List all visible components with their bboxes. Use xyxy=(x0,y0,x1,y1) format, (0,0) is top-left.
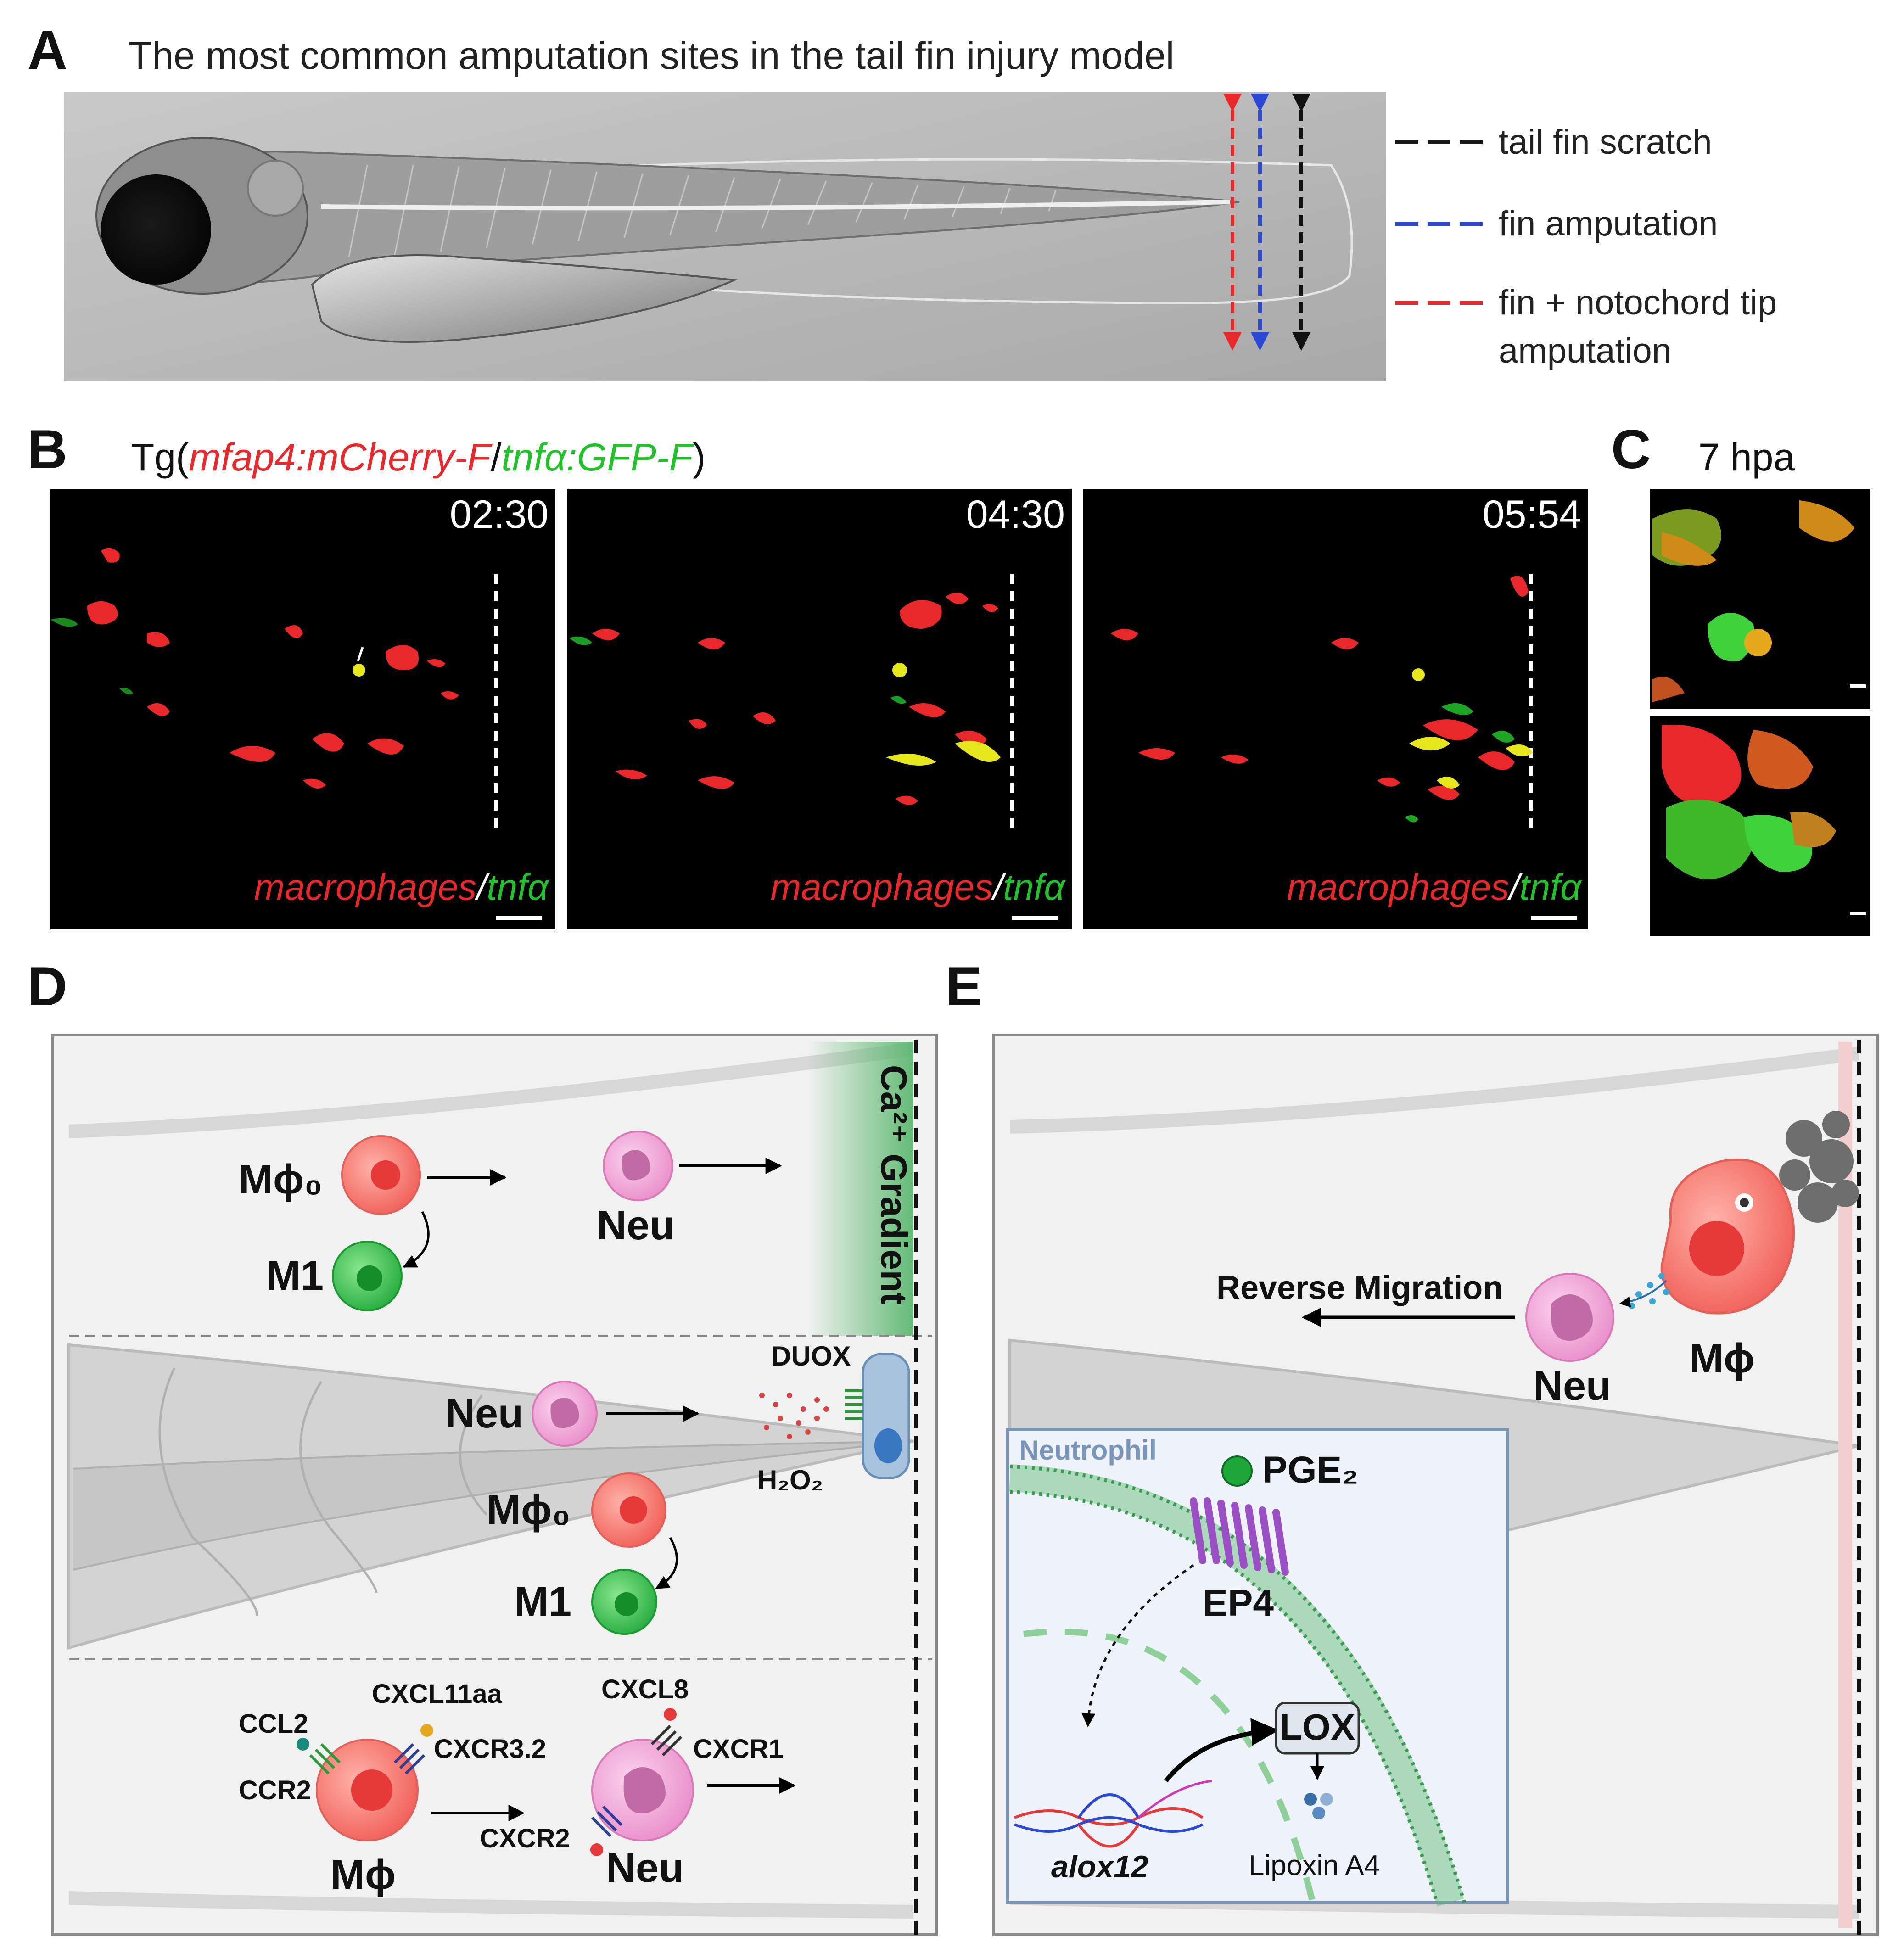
frame-3-time: 05:54 xyxy=(1483,493,1581,537)
h2o2-label: H₂O₂ xyxy=(757,1465,823,1495)
neu-label-top: Neu xyxy=(597,1203,675,1248)
panel-b-title: Tg(mfap4:mCherry-F/tnfα:GFP-F) xyxy=(131,436,706,479)
h2o2-dots xyxy=(759,1393,829,1439)
timelapse-frame-2: 04:30 macrophages/tnfα xyxy=(567,489,1072,929)
panel-letter-a: A xyxy=(28,19,67,81)
mphi-label-e: Mϕ xyxy=(1689,1336,1754,1382)
panel-letter-d: D xyxy=(28,956,67,1017)
m1-label-top: M1 xyxy=(266,1253,324,1299)
panel-letter-b: B xyxy=(28,419,67,480)
legend-fin-notochord-line2: amputation xyxy=(1499,331,1671,370)
cxcr2-label: CXCR2 xyxy=(480,1824,570,1853)
panel-c-time: 7 hpa xyxy=(1698,436,1795,479)
ccl2-label: CCL2 xyxy=(239,1709,308,1739)
timelapse-frame-1: 02:30 macrophages/tnfα xyxy=(50,489,555,929)
cxcr32-label: CXCR3.2 xyxy=(434,1734,546,1764)
legend-fin-notochord: fin + notochord tip xyxy=(1499,283,1777,322)
neutrophil-inset xyxy=(1006,1428,1509,1907)
mphi0-cell-middle xyxy=(591,1472,666,1548)
m1-label-middle: M1 xyxy=(514,1579,571,1625)
ep4-label: EP4 xyxy=(1203,1582,1274,1624)
legend-tail-fin-scratch: tail fin scratch xyxy=(1499,123,1712,162)
lox-label: LOX xyxy=(1280,1707,1355,1747)
zoom-image-bottom xyxy=(1650,716,1870,936)
neu-cell-top xyxy=(603,1131,673,1201)
frame-1-label: macrophages/tnfα xyxy=(254,867,549,907)
mphi0-label-middle: Mϕ₀ xyxy=(487,1487,571,1533)
m1-cell-middle xyxy=(591,1569,657,1635)
neu-cell-e xyxy=(1525,1273,1614,1362)
inset-title: Neutrophil xyxy=(1019,1435,1157,1466)
mphi0-label-top: Mϕ₀ xyxy=(239,1157,323,1203)
zoom-image-top xyxy=(1650,489,1870,709)
duox-cell xyxy=(845,1353,910,1479)
frame-2-time: 04:30 xyxy=(966,493,1065,537)
panel-a-title: The most common amputation sites in the … xyxy=(129,34,1174,77)
m1-cell-top xyxy=(332,1241,403,1311)
frame-2-label: macrophages/tnfα xyxy=(770,867,1066,907)
neu-cell-bottom xyxy=(590,1708,694,1856)
panel-letter-c: C xyxy=(1611,419,1651,480)
neu-label-middle: Neu xyxy=(445,1391,523,1437)
legend-fin-amputation: fin amputation xyxy=(1499,204,1718,243)
pge2-label: PGE₂ xyxy=(1262,1449,1359,1491)
panel-a-legend: tail fin scratch fin amputation fin + no… xyxy=(1395,123,1777,370)
mphi0-cell-top xyxy=(341,1135,421,1215)
ca-gradient-label: Ca²⁺ Gradient xyxy=(874,1065,914,1304)
mphi-label-bottom: Mϕ xyxy=(330,1852,396,1898)
reverse-migration-label: Reverse Migration xyxy=(1216,1270,1503,1306)
ccr2-label: CCR2 xyxy=(239,1775,311,1805)
frame-3-label: macrophages/tnfα xyxy=(1287,867,1582,907)
mphi-cell-bottom xyxy=(297,1724,433,1841)
neu-cell-middle xyxy=(532,1381,598,1447)
timelapse-frame-3: 05:54 macrophages/tnfα xyxy=(1083,489,1588,929)
frame-1-time: 02:30 xyxy=(450,493,549,537)
neu-label-bottom: Neu xyxy=(606,1845,684,1891)
cxcr1-label: CXCR1 xyxy=(693,1734,784,1764)
panel-letter-e: E xyxy=(946,956,982,1017)
cxcl8-label: CXCL8 xyxy=(601,1674,689,1704)
mphi-cell-e xyxy=(1660,1158,1795,1315)
alox12-label: alox12 xyxy=(1051,1849,1148,1884)
duox-label: DUOX xyxy=(771,1341,851,1371)
neu-label-e: Neu xyxy=(1533,1363,1611,1409)
secretion-dots xyxy=(1629,1273,1669,1309)
zebrafish-larva-image xyxy=(64,92,1386,381)
amputation-site-arrows xyxy=(1223,94,1310,351)
cxcl11aa-label: CXCL11aa xyxy=(372,1679,502,1709)
lipoxin-label: Lipoxin A4 xyxy=(1249,1850,1380,1881)
